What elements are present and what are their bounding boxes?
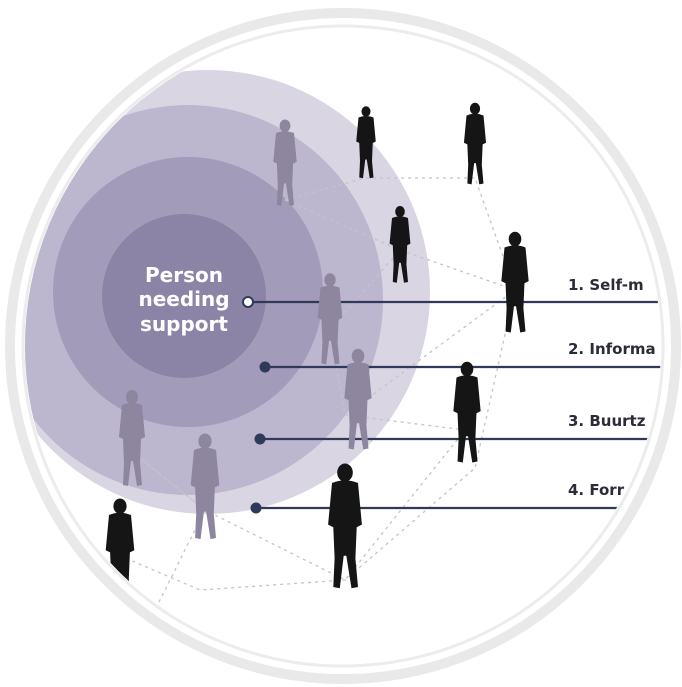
layer-4-label: 4. Forr [568,481,625,499]
center-label: Person needing support [138,263,229,336]
center-label-line-1: Person [145,263,223,287]
center-label-line-3: support [140,312,228,336]
layer-2-node [259,361,271,373]
layer-2-label: 2. Informa [568,340,656,358]
layer-1-ring [102,214,266,378]
layer-4-node [250,502,262,514]
layer-3-label: 3. Buurtz [568,412,646,430]
layer-1-label: 1. Self-m [568,276,644,294]
outer-frame-ring [5,8,681,684]
layer-3-node [254,433,266,445]
center-label-line-2: needing [138,287,229,311]
layer-1-node [242,296,254,308]
diagram-content: Person needing support 1. Self-m 2. Info… [25,70,661,621]
